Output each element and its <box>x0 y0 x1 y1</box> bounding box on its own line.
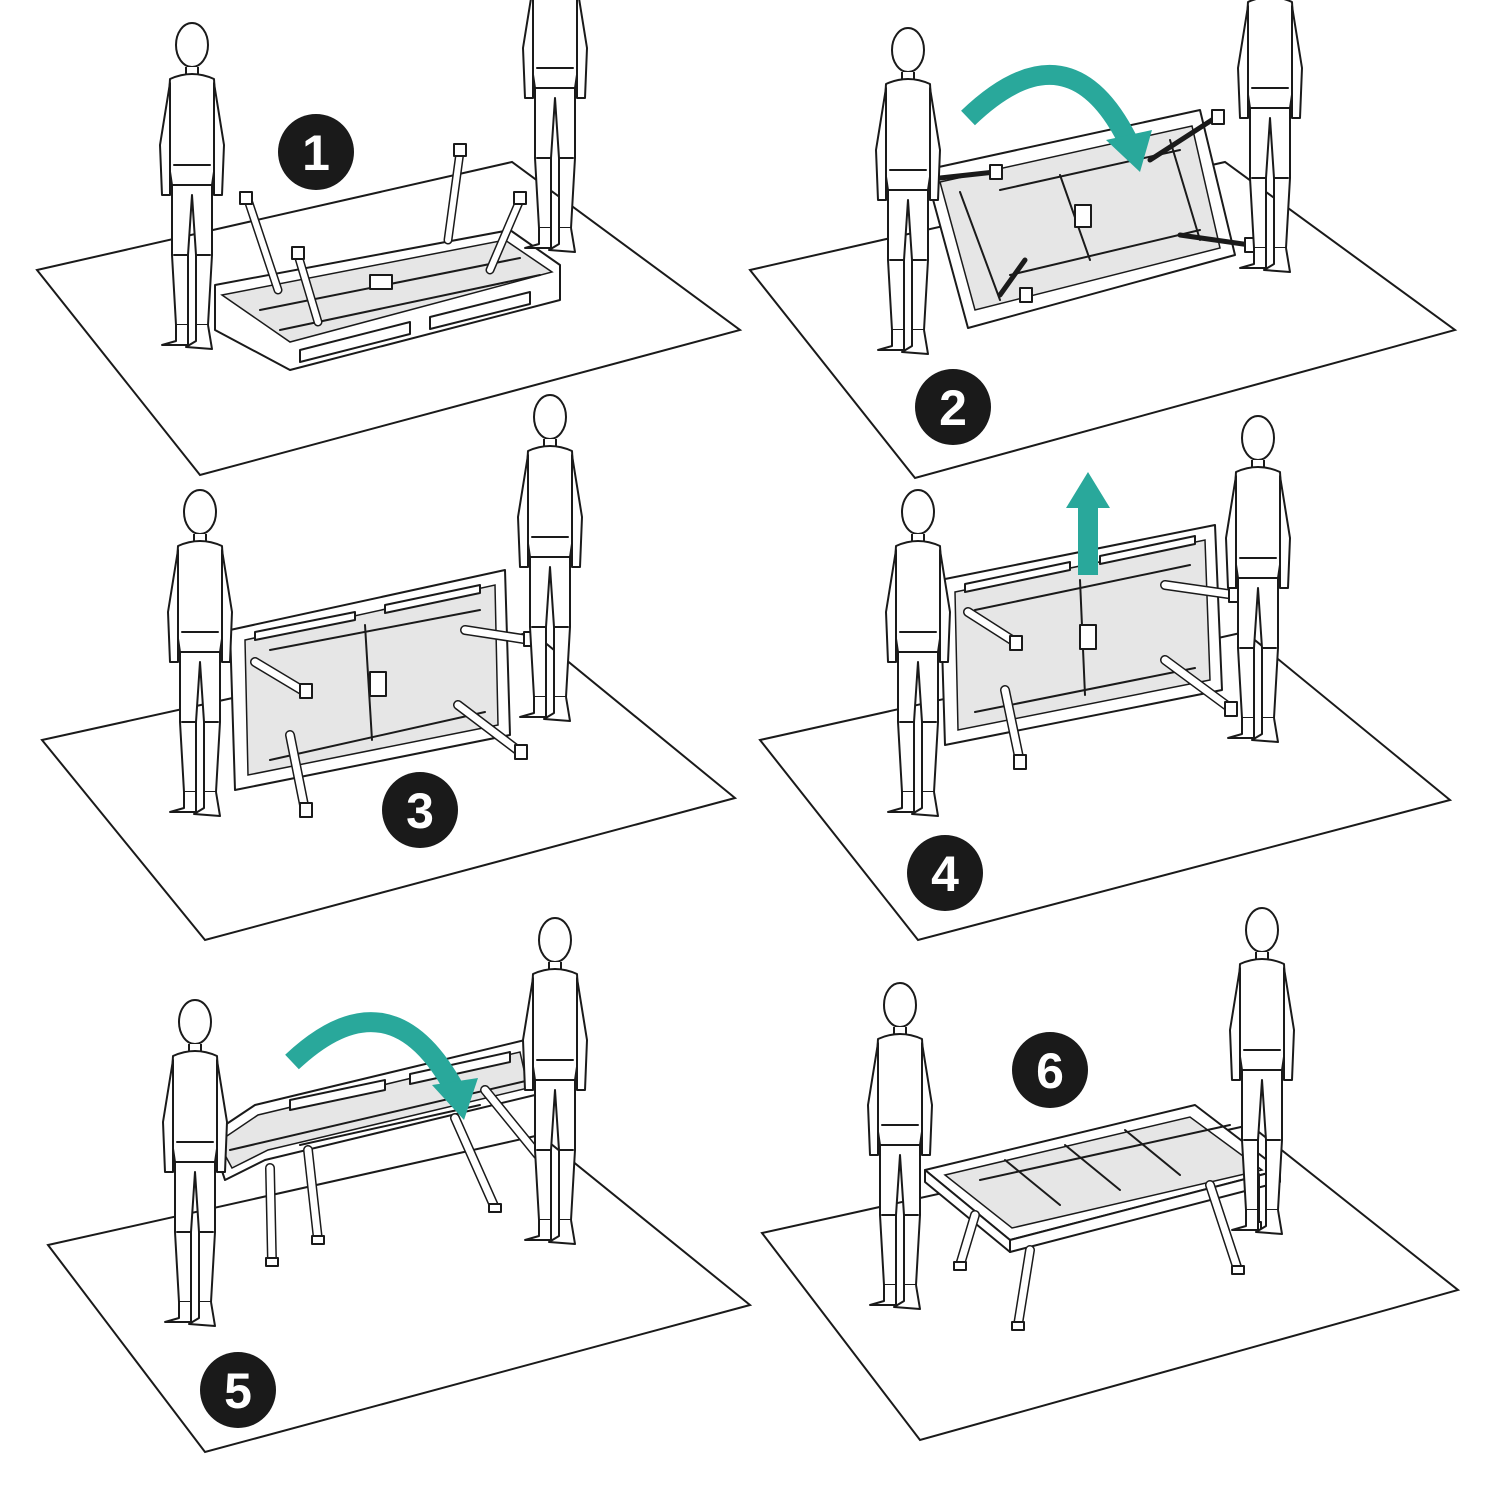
flip-arrow-5-head <box>432 1078 478 1120</box>
step-4-badge: 4 <box>907 835 983 911</box>
step-3-number: 3 <box>406 783 434 839</box>
step-1-number: 1 <box>302 125 330 181</box>
step-2-panel: 2 <box>748 0 1458 480</box>
step-1-badge: 1 <box>278 114 354 190</box>
step-6-number: 6 <box>1036 1043 1064 1099</box>
flip-arrow-5 <box>285 1012 464 1095</box>
step-6-panel: 6 <box>760 907 1461 1442</box>
step-5-panel: 5 <box>46 917 753 1454</box>
table-on-edge-lifted <box>939 524 1242 770</box>
flip-arrow-2 <box>961 64 1140 150</box>
table-on-edge <box>229 569 537 818</box>
table-tilted <box>924 109 1258 329</box>
flip-arrow-2-head <box>1106 130 1152 172</box>
step-5-number: 5 <box>224 1363 252 1419</box>
table-upside-down <box>214 143 561 371</box>
lift-arrow-4 <box>1066 472 1110 575</box>
step-6-badge: 6 <box>1012 1032 1088 1108</box>
step-2-number: 2 <box>939 380 967 436</box>
step-3-badge: 3 <box>382 772 458 848</box>
step-4-panel: 4 <box>758 415 1453 942</box>
floor-5 <box>46 1133 753 1454</box>
step-1-panel: 1 <box>35 0 743 477</box>
step-4-number: 4 <box>931 846 959 902</box>
step-3-panel: 3 <box>40 394 738 942</box>
step-5-badge: 5 <box>200 1352 276 1428</box>
step-2-badge: 2 <box>915 369 991 445</box>
